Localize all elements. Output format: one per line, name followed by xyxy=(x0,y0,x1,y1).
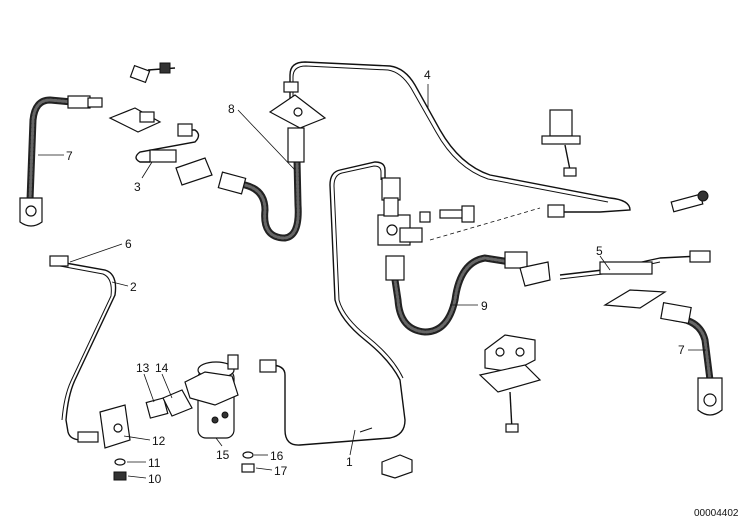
bracket-12 xyxy=(77,404,131,449)
distributor-tee xyxy=(377,177,541,246)
callout-14: 14 xyxy=(155,361,169,375)
callout-1: 1 xyxy=(346,455,353,469)
diagram-id: 00004402 xyxy=(694,508,739,519)
bracket-3 xyxy=(135,123,213,186)
callout-17: 17 xyxy=(274,464,288,478)
callout-16: 16 xyxy=(270,449,284,463)
brake-hose-7-left xyxy=(19,95,103,227)
clip-top-right xyxy=(541,109,581,177)
callout-9: 9 xyxy=(481,299,488,313)
brake-pipe-5 xyxy=(559,250,711,280)
callout-8: 8 xyxy=(228,102,235,116)
bolt-right xyxy=(670,190,709,213)
brake-hose-8 xyxy=(217,127,305,242)
brake-hose-9 xyxy=(385,251,528,336)
callout-4: 4 xyxy=(424,68,431,82)
pressure-regulator xyxy=(184,354,277,439)
brake-pipe-1 xyxy=(269,161,406,446)
callout-6: 6 xyxy=(125,237,132,251)
callout-5: 5 xyxy=(596,244,603,258)
callout-7-right: 7 xyxy=(678,343,685,357)
leader-lines xyxy=(38,84,706,479)
bracket-14 xyxy=(162,389,193,417)
washer-11 xyxy=(114,458,126,466)
callout-11: 11 xyxy=(148,456,161,470)
nut-10 xyxy=(113,471,127,481)
callout-3: 3 xyxy=(134,180,141,194)
callout-15: 15 xyxy=(216,448,230,462)
brake-hose-7-right xyxy=(660,301,723,416)
brake-pipe-4 xyxy=(289,61,631,218)
callout-2: 2 xyxy=(130,280,137,294)
washer-16 xyxy=(242,451,254,459)
brake-pipe-2 xyxy=(49,255,117,441)
bracket-right xyxy=(519,261,667,309)
small-clip xyxy=(381,454,413,479)
callout-12: 12 xyxy=(152,434,166,448)
callout-10: 10 xyxy=(148,472,162,486)
bracket-top-center xyxy=(268,81,327,129)
bolt-top-left xyxy=(129,62,176,84)
nut-17 xyxy=(241,463,255,473)
bracket-left-upper xyxy=(108,107,162,133)
fitting-13 xyxy=(145,397,169,419)
callout-13: 13 xyxy=(136,361,150,375)
clamp-block xyxy=(478,334,542,433)
callout-7-left: 7 xyxy=(66,149,73,163)
